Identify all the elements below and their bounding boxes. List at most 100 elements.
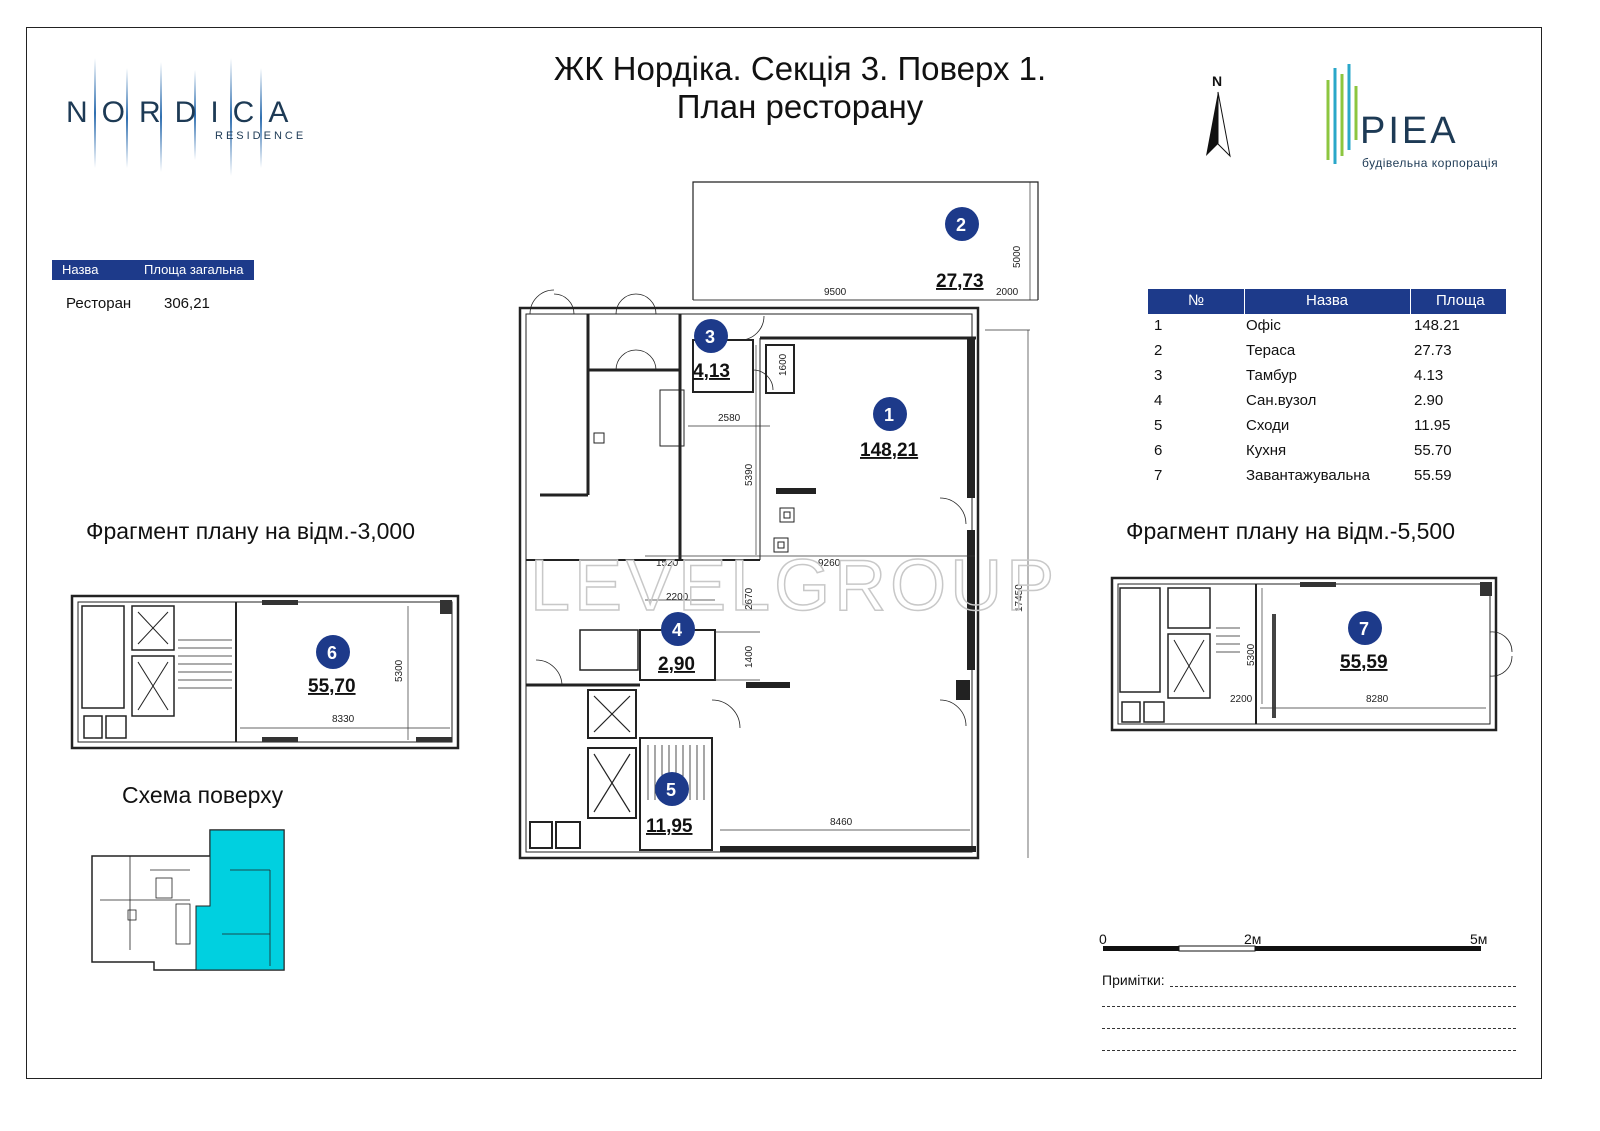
legend-row-num: 1 (1154, 317, 1163, 334)
room-1-num: 1 (884, 405, 894, 425)
notes-label: Примітки: (1102, 972, 1165, 988)
legend-table-header: № Назва Площа (1148, 289, 1506, 314)
room-badge-4: 4 2,90 (658, 612, 695, 675)
drawing-frame (26, 27, 1542, 1079)
fragment-right-title: Фрагмент плану на відм.-5,500 (1126, 518, 1455, 544)
summary-header-area: Площа загальна (144, 262, 244, 277)
room-2-area: 27,73 (936, 271, 984, 292)
north-arrow-icon: N (1206, 73, 1231, 158)
dim-2670: 2670 (744, 587, 755, 610)
legend-row: 5 Сходи 11.95 (1148, 414, 1506, 439)
legend-row-area: 11.95 (1414, 417, 1451, 434)
room-7-area: 55,59 (1340, 652, 1388, 673)
legend-row-num: 5 (1154, 417, 1163, 434)
dim-5300-left: 5300 (394, 659, 405, 682)
dim-17450: 17450 (1014, 584, 1025, 612)
nordica-logo: NORDICA RESIDENCE (60, 58, 320, 178)
legend-row-name: Завантажувальна (1246, 467, 1370, 484)
legend-row: 3 Тамбур 4.13 (1148, 364, 1506, 389)
fragment-left-plan: 5300 8330 6 55,70 (70, 594, 460, 750)
scheme-title: Схема поверху (122, 782, 284, 808)
dim-9500: 9500 (824, 287, 847, 298)
nordica-logo-text: NORDICA (66, 96, 303, 129)
room-badge-5: 5 11,95 (646, 772, 693, 837)
north-label: N (1212, 73, 1222, 89)
room-6-num: 6 (327, 643, 337, 663)
dim-1520: 1520 (656, 558, 679, 569)
legend-row: 4 Сан.вузол 2.90 (1148, 389, 1506, 414)
dim-8460: 8460 (830, 817, 853, 828)
summary-row-name: Ресторан (66, 295, 132, 312)
legend-row-area: 55.59 (1414, 467, 1452, 484)
piea-logo-text: PIEA (1360, 110, 1459, 152)
legend-row-num: 6 (1154, 442, 1163, 459)
legend-row-name: Тераса (1246, 342, 1296, 359)
legend-row-area: 2.90 (1414, 392, 1444, 409)
legend-row: 7 Завантажувальна 55.59 (1148, 464, 1506, 489)
room-badge-2: 2 27,73 (936, 207, 984, 292)
legend-row: 2 Тераса 27.73 (1148, 339, 1506, 364)
room-1-area: 148,21 (860, 440, 919, 461)
page-title: ЖК Нордіка. Секція 3. Поверх 1. План рес… (480, 50, 1120, 126)
scale-label-zero: 0 (1099, 931, 1107, 947)
legend-row-num: 4 (1154, 392, 1163, 409)
legend-row-name: Тамбур (1246, 367, 1297, 384)
notes-line-3 (1102, 1028, 1516, 1029)
watermark: LEVELGROUP (530, 546, 1058, 626)
notes-line-2 (1102, 1006, 1516, 1007)
room-6-area: 55,70 (308, 676, 356, 697)
dim-2000: 2000 (996, 287, 1019, 298)
notes-line-1 (1170, 986, 1516, 987)
legend-row-area: 148.21 (1414, 317, 1460, 334)
legend-row-area: 4.13 (1414, 367, 1444, 384)
fragment-left-title: Фрагмент плану на відм.-3,000 (86, 518, 415, 544)
room-badge-3: 3 4,13 (693, 319, 730, 382)
scale-label-end: 5м (1470, 931, 1488, 947)
legend-row-area: 27.73 (1414, 342, 1452, 359)
title-line-2: План ресторану (676, 88, 924, 125)
legend-row-name: Кухня (1246, 442, 1287, 459)
legend-row: 6 Кухня 55.70 (1148, 439, 1506, 464)
dim-5390: 5390 (744, 463, 755, 486)
legend-header-num: № (1188, 292, 1205, 309)
dim-5000: 5000 (1012, 245, 1023, 268)
scale-label-mid: 2м (1244, 931, 1262, 947)
piea-logo: PIEA будівельна корпорація (1320, 58, 1520, 178)
room-3-area: 4,13 (693, 361, 730, 382)
dim-1400: 1400 (744, 645, 755, 668)
legend-row-num: 2 (1154, 342, 1163, 359)
room-2-num: 2 (956, 215, 966, 235)
room-4-num: 4 (672, 620, 682, 640)
dim-1600: 1600 (778, 353, 789, 376)
legend-row-num: 3 (1154, 367, 1163, 384)
dim-5300-right: 5300 (1246, 643, 1257, 666)
room-7-num: 7 (1359, 619, 1369, 639)
notes-line-4 (1102, 1050, 1516, 1051)
piea-logo-sub: будівельна корпорація (1362, 156, 1499, 170)
floor-scheme (91, 829, 285, 971)
nordica-logo-sub: RESIDENCE (215, 130, 307, 142)
fragment-right-plan: 5300 2200 8280 7 55,59 (1110, 576, 1513, 732)
dim-8280: 8280 (1366, 694, 1389, 705)
legend-row-name: Офіс (1246, 317, 1281, 334)
legend-header-area: Площа (1436, 292, 1485, 309)
legend-row-area: 55.70 (1414, 442, 1452, 459)
room-4-area: 2,90 (658, 654, 695, 675)
room-badge-1: 1 148,21 (860, 397, 919, 461)
dim-9260: 9260 (818, 558, 841, 569)
legend-row-name: Сан.вузол (1246, 392, 1317, 409)
dim-8330: 8330 (332, 714, 355, 725)
room-5-area: 11,95 (646, 816, 693, 837)
room-3-num: 3 (705, 327, 715, 347)
dim-2200: 2200 (666, 592, 689, 603)
room-5-num: 5 (666, 780, 676, 800)
legend-row-name: Сходи (1246, 417, 1290, 434)
summary-table-header: Назва Площа загальна (52, 260, 254, 280)
summary-header-name: Назва (62, 262, 99, 277)
title-line-1: ЖК Нордіка. Секція 3. Поверх 1. (553, 50, 1047, 87)
legend-row-num: 7 (1154, 467, 1163, 484)
scale-bar (1103, 945, 1481, 952)
summary-row-area: 306,21 (164, 295, 210, 312)
piea-logo-mark (1326, 64, 1358, 164)
